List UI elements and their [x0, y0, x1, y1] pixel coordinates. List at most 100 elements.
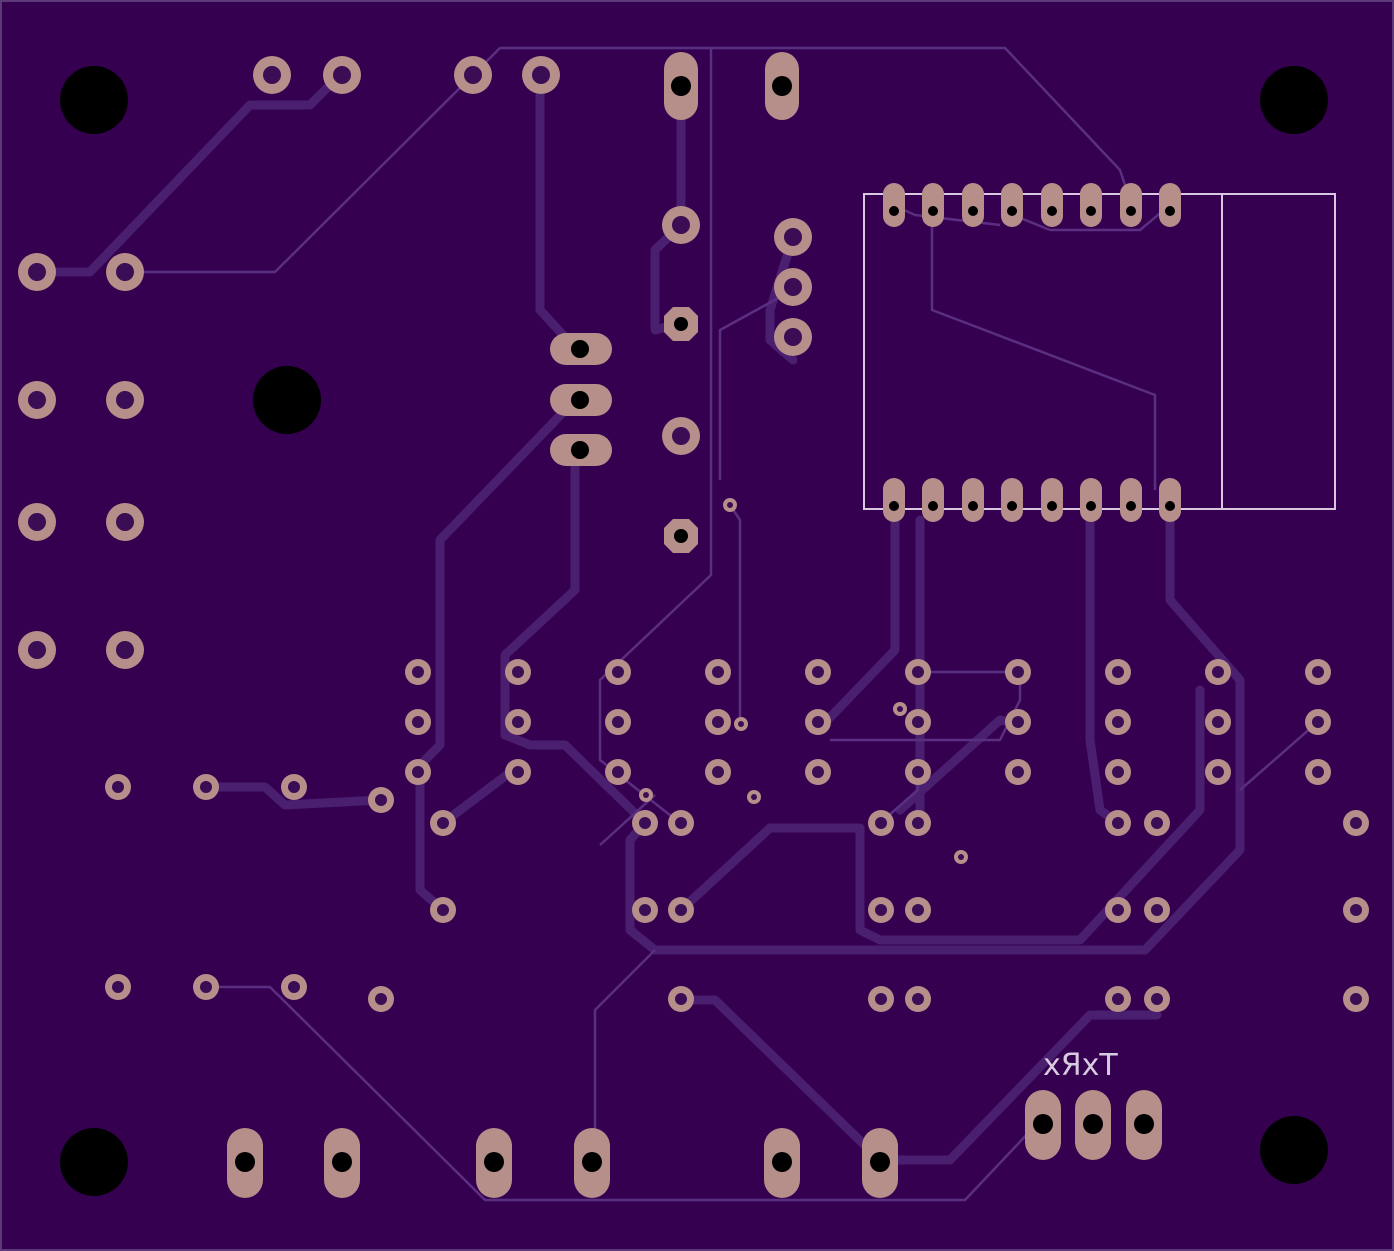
- through-hole-pad-icon: [18, 631, 56, 669]
- ic-pin-icon: [1041, 478, 1063, 522]
- through-hole-pad-icon: [905, 709, 931, 735]
- mounting-holes: [60, 66, 1328, 1196]
- mounting-hole-icon: [1260, 66, 1328, 134]
- through-hole-pad-icon: [774, 268, 812, 306]
- through-hole-pad-icon: [106, 381, 144, 419]
- ic-pin-icon: [1120, 183, 1142, 227]
- through-hole-pad-icon: [905, 659, 931, 685]
- oval-pad-icon: [476, 1128, 512, 1198]
- via-icon: [723, 498, 737, 512]
- through-hole-pad-icon: [193, 974, 219, 1000]
- through-hole-pad-icon: [632, 897, 658, 923]
- through-hole-pad-icon: [1105, 810, 1131, 836]
- through-hole-pad-icon: [668, 810, 694, 836]
- rx-tx-silkscreen-label: xЯxT: [1043, 1048, 1118, 1083]
- ic-pin-icon: [1159, 183, 1181, 227]
- through-hole-pad-icon: [1205, 659, 1231, 685]
- through-hole-pad-icon: [1305, 659, 1331, 685]
- oval-pad-icon: [664, 52, 698, 120]
- through-hole-pad-icon: [1105, 897, 1131, 923]
- through-hole-pad-icon: [1144, 986, 1170, 1012]
- through-hole-pad-icon: [1205, 759, 1231, 785]
- ic-pin-icon: [1041, 183, 1063, 227]
- through-hole-pad-icon: [668, 897, 694, 923]
- oval-pad-icon: [550, 384, 612, 416]
- through-hole-pad-icon: [805, 759, 831, 785]
- oval-pad-icon: [1025, 1090, 1061, 1160]
- through-hole-pad-icon: [868, 897, 894, 923]
- oval-pad-icon: [227, 1128, 263, 1198]
- through-hole-pad-icon: [662, 206, 700, 244]
- octagon-pad-icon: [664, 519, 698, 553]
- through-hole-pad-icon: [193, 774, 219, 800]
- through-hole-pad-icon: [805, 709, 831, 735]
- through-hole-pad-icon: [1005, 759, 1031, 785]
- through-hole-pad-icon: [1005, 659, 1031, 685]
- mounting-hole-icon: [60, 1128, 128, 1196]
- through-hole-pad-icon: [1105, 659, 1131, 685]
- via-icon: [747, 790, 761, 804]
- vias: [639, 498, 968, 864]
- through-hole-pad-icon: [705, 659, 731, 685]
- mounting-hole-icon: [60, 66, 128, 134]
- through-hole-pad-icon: [805, 659, 831, 685]
- through-hole-pad-icon: [430, 897, 456, 923]
- through-hole-pad-icon: [106, 631, 144, 669]
- through-hole-pad-icon: [505, 759, 531, 785]
- oval-pads-vertical: [227, 52, 1162, 1198]
- through-hole-pad-icon: [18, 253, 56, 291]
- through-hole-pad-icon: [106, 253, 144, 291]
- through-hole-pad-icon: [105, 774, 131, 800]
- oval-pad-icon: [550, 333, 612, 365]
- through-hole-pad-icon: [868, 986, 894, 1012]
- via-icon: [893, 702, 907, 716]
- oval-pad-icon: [862, 1128, 898, 1198]
- through-hole-pad-icon: [105, 974, 131, 1000]
- through-hole-pad-icon: [405, 709, 431, 735]
- through-hole-pad-icon: [905, 897, 931, 923]
- through-hole-pad-icon: [868, 810, 894, 836]
- ic-pin-icon: [1001, 183, 1023, 227]
- through-hole-pad-icon: [505, 659, 531, 685]
- through-hole-pad-icon: [605, 709, 631, 735]
- ic-pin-icon: [1080, 183, 1102, 227]
- through-hole-pad-icon: [705, 709, 731, 735]
- through-hole-pad-icon: [1144, 897, 1170, 923]
- through-hole-pad-icon: [323, 56, 361, 94]
- through-hole-pad-icon: [662, 417, 700, 455]
- through-hole-pad-icon: [454, 56, 492, 94]
- via-icon: [639, 788, 653, 802]
- through-hole-pad-icon: [1305, 709, 1331, 735]
- through-hole-pad-icon: [1205, 709, 1231, 735]
- oval-pad-icon: [764, 1128, 800, 1198]
- through-hole-pad-icon: [905, 810, 931, 836]
- through-hole-pad-icon: [430, 810, 456, 836]
- ic-pin-icon: [883, 478, 905, 522]
- oval-pads-horizontal: [550, 333, 612, 466]
- through-hole-pad-icon: [605, 659, 631, 685]
- through-hole-pad-icon: [905, 759, 931, 785]
- ic-pin-icon: [922, 183, 944, 227]
- through-hole-pad-icon: [774, 318, 812, 356]
- via-icon: [734, 717, 748, 731]
- through-hole-pad-icon: [705, 759, 731, 785]
- ic-pin-icon: [962, 183, 984, 227]
- through-hole-pad-icon: [405, 659, 431, 685]
- ic-pin-icon: [1159, 478, 1181, 522]
- ic-pins: [883, 183, 1181, 522]
- oval-pad-icon: [765, 52, 799, 120]
- through-hole-pad-icon: [1343, 897, 1369, 923]
- through-hole-pad-icon: [405, 759, 431, 785]
- ic-pin-icon: [883, 183, 905, 227]
- through-hole-pad-icon: [368, 787, 394, 813]
- through-hole-pads: [18, 56, 1369, 1012]
- through-hole-pad-icon: [1144, 810, 1170, 836]
- through-hole-pad-icon: [605, 759, 631, 785]
- through-hole-pad-icon: [18, 503, 56, 541]
- oval-pad-icon: [1126, 1090, 1162, 1160]
- via-icon: [954, 850, 968, 864]
- through-hole-pad-icon: [1105, 759, 1131, 785]
- mounting-hole-icon: [253, 366, 321, 434]
